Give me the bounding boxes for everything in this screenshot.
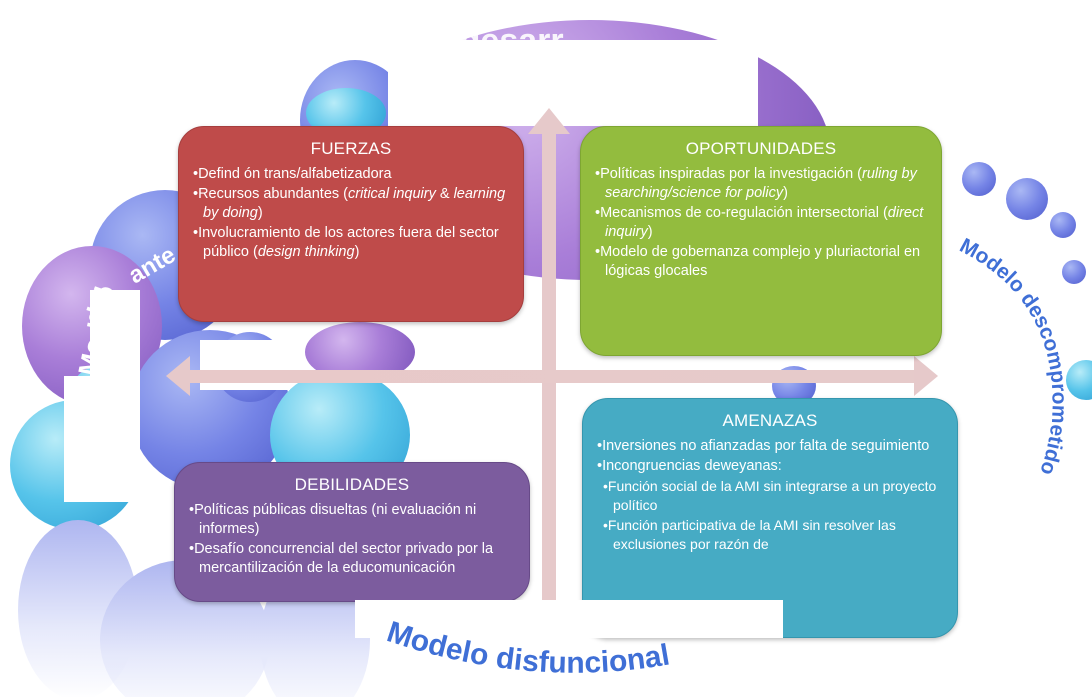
list-subitem: Función participativa de la AMI sin reso… <box>597 516 943 554</box>
list-item: Inversiones no afianzadas por falta de s… <box>597 437 943 456</box>
white-mask-top <box>388 40 758 126</box>
debilidades-title: DEBILIDADES <box>294 475 410 494</box>
list-item: Políticas públicas disueltas (ni evaluac… <box>189 501 515 539</box>
ring-label-bottom: Modelo disfuncional <box>383 615 672 679</box>
list-item: Modelo de gobernanza complejo y pluriact… <box>595 243 927 281</box>
quadrant-oportunidades: OPORTUNIDADES Políticas inspiradas por l… <box>580 126 942 356</box>
oportunidades-list: Políticas inspiradas por la investigació… <box>595 165 927 281</box>
list-item: Mecanismos de co-regulación intersectori… <box>595 204 927 242</box>
list-item: Defind ón trans/alfabetizadora <box>193 165 509 184</box>
list-item: Desafío concurrencial del sector privado… <box>189 540 515 578</box>
bubble-right-3 <box>1050 212 1076 238</box>
amenazas-title: AMENAZAS <box>722 411 818 430</box>
white-mask-left <box>64 376 140 502</box>
ring-label-right: Modelo descomprometido <box>956 234 1071 478</box>
quadrant-amenazas: AMENAZAS Inversiones no afianzadas por f… <box>582 398 958 638</box>
oportunidades-title: OPORTUNIDADES <box>685 139 837 158</box>
list-item: Incongruencias deweyanas: <box>597 457 943 476</box>
bubble-right-5 <box>1066 360 1092 400</box>
list-item: Involucramiento de los actores fuera del… <box>193 224 509 262</box>
fuerzas-title: FUERZAS <box>310 139 392 158</box>
list-item: Políticas inspiradas por la investigació… <box>595 165 927 203</box>
list-subitem: Función social de la AMI sin integrarse … <box>597 477 943 515</box>
amenazas-list: Inversiones no afianzadas por falta de s… <box>597 437 943 554</box>
bubble-right-4 <box>1062 260 1086 284</box>
quadrant-fuerzas: FUERZAS Defind ón trans/alfabetizadora R… <box>178 126 524 322</box>
white-mask-left2 <box>90 290 140 380</box>
ring-label-top: lo desarr <box>420 22 564 60</box>
debilidades-list: Políticas públicas disueltas (ni evaluac… <box>189 501 515 578</box>
bubble-right-1 <box>962 162 996 196</box>
horizontal-arrow <box>166 356 938 396</box>
white-mask-bottom-cut <box>355 600 783 638</box>
fuerzas-list: Defind ón trans/alfabetizadora Recursos … <box>193 165 509 262</box>
quadrant-debilidades: DEBILIDADES Políticas públicas disueltas… <box>174 462 530 602</box>
list-item: Recursos abundantes (critical inquiry & … <box>193 185 509 223</box>
bubble-right-2 <box>1006 178 1048 220</box>
